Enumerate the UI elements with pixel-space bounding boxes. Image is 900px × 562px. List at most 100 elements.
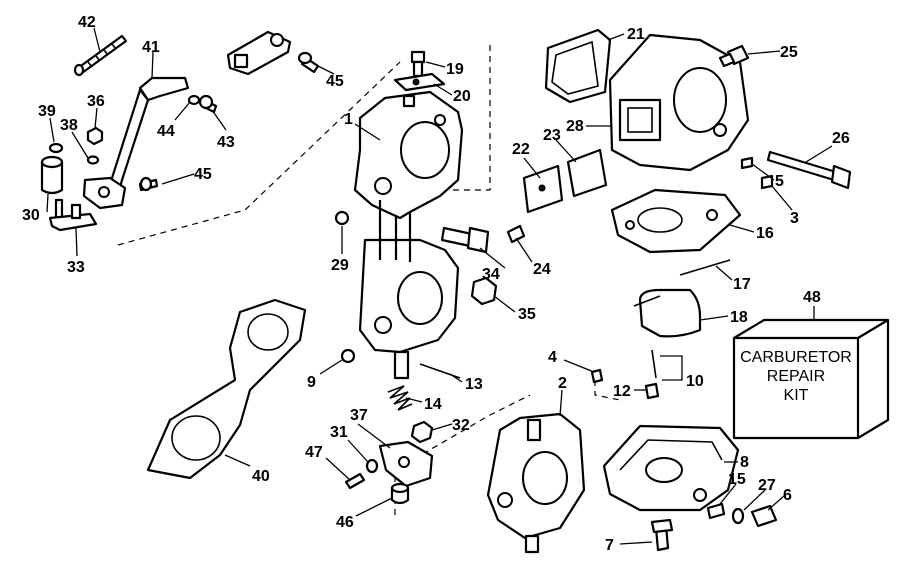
part-4-screw [590, 368, 604, 384]
part-41-lever [82, 76, 190, 210]
callout-26: 26 [832, 130, 850, 147]
callout-15: 15 [728, 471, 746, 488]
callout-13: 13 [465, 376, 483, 393]
part-39-washer [48, 142, 64, 154]
part-7-screw [650, 518, 674, 552]
part-20-plate [393, 72, 446, 92]
part-16-gasket [610, 188, 742, 254]
callout-16: 16 [756, 225, 774, 242]
part-31-washer [365, 458, 379, 474]
callout-14: 14 [424, 396, 442, 413]
part-2-carburetor-body [486, 412, 586, 554]
kit-label-line3: KIT [784, 387, 809, 404]
part-36-nut [86, 126, 104, 146]
part-32-nut [410, 420, 434, 444]
callout-32: 32 [452, 417, 470, 434]
part-37-lever [378, 440, 434, 488]
callout-27: 27 [758, 477, 776, 494]
callout-45-top: 45 [326, 73, 344, 90]
part-10-needle [651, 349, 657, 379]
callout-7: 7 [605, 537, 614, 554]
part-45-screw-top [297, 51, 320, 74]
kit-label-line2: REPAIR [767, 368, 825, 385]
kit-label-line1: CARBURETOR [740, 349, 852, 366]
part-45-screw-left [138, 176, 159, 192]
part-40-gasket [146, 298, 307, 480]
callout-45-left: 45 [194, 166, 212, 183]
callout-8: 8 [740, 454, 749, 471]
part-22-plate [522, 164, 564, 214]
callout-31: 31 [330, 424, 348, 441]
part-28-air-horn [608, 33, 750, 172]
callout-46: 46 [336, 514, 354, 531]
callout-33: 33 [67, 259, 85, 276]
callout-43: 43 [217, 134, 235, 151]
callout-39: 39 [38, 103, 56, 120]
callout-44: 44 [157, 123, 175, 140]
part-35-nut [470, 276, 498, 306]
part-24-screw [506, 224, 526, 244]
part-43-screw [198, 94, 218, 114]
callout-35: 35 [518, 306, 536, 323]
callout-42: 42 [78, 14, 96, 31]
callout-38: 38 [60, 117, 78, 134]
part-26-bolt [766, 150, 852, 190]
part-6-plug [750, 504, 778, 528]
part-linkage-arm [226, 30, 292, 76]
part-9-ball [340, 348, 356, 364]
part-29-ball [334, 210, 350, 226]
part-25-bolt [718, 44, 750, 68]
part-33-bracket [48, 198, 98, 232]
callout-47: 47 [305, 444, 323, 461]
leader-lines [46, 27, 833, 545]
part-17-pin [679, 259, 731, 276]
callout-23: 23 [543, 127, 561, 144]
part-19-screw [410, 50, 426, 78]
callout-25: 25 [780, 44, 798, 61]
callout-2: 2 [558, 375, 567, 392]
callout-9: 9 [307, 374, 316, 391]
part-23-plate [566, 148, 608, 198]
part-38-washer [86, 155, 100, 165]
callout-24: 24 [533, 261, 551, 278]
part-5-pin [740, 156, 754, 170]
callout-36: 36 [87, 93, 105, 110]
part-27-washer [731, 507, 745, 525]
callout-22: 22 [512, 141, 530, 158]
part-47-screw [344, 472, 366, 490]
part-15-screw [706, 502, 726, 520]
callout-10: 10 [686, 373, 704, 390]
callout-labels: 42 41 45 36 39 38 44 43 45 30 33 1 19 20… [22, 14, 850, 554]
callout-5: 5 [775, 173, 784, 190]
part-8-float-bowl [602, 424, 740, 512]
callout-17: 17 [733, 276, 751, 293]
part-44-washer [187, 94, 201, 106]
part-21-gasket [544, 28, 612, 104]
callout-41: 41 [142, 39, 160, 56]
part-30-bushing [40, 155, 64, 195]
callout-1: 1 [344, 111, 353, 128]
callout-48: 48 [803, 289, 821, 306]
part-46-bushing [390, 482, 410, 505]
callout-6: 6 [783, 487, 792, 504]
part-14-spring [387, 385, 413, 411]
part-1-carburetor-body [353, 90, 464, 380]
part-48-repair-kit: CARBURETOR REPAIR KIT [732, 318, 890, 440]
part-18-float [633, 288, 702, 338]
callout-12: 12 [613, 383, 631, 400]
callout-20: 20 [453, 88, 471, 105]
callout-4: 4 [548, 349, 557, 366]
callout-30: 30 [22, 207, 40, 224]
part-42-screw [73, 34, 128, 77]
callout-18: 18 [730, 309, 748, 326]
callout-21: 21 [627, 26, 645, 43]
part-12-jet [644, 382, 660, 400]
callout-19: 19 [446, 61, 464, 78]
callout-29: 29 [331, 257, 349, 274]
callout-34: 34 [482, 266, 500, 283]
callout-3: 3 [790, 210, 799, 227]
callout-28: 28 [566, 118, 584, 135]
callout-40: 40 [252, 468, 270, 485]
callout-37: 37 [350, 407, 368, 424]
